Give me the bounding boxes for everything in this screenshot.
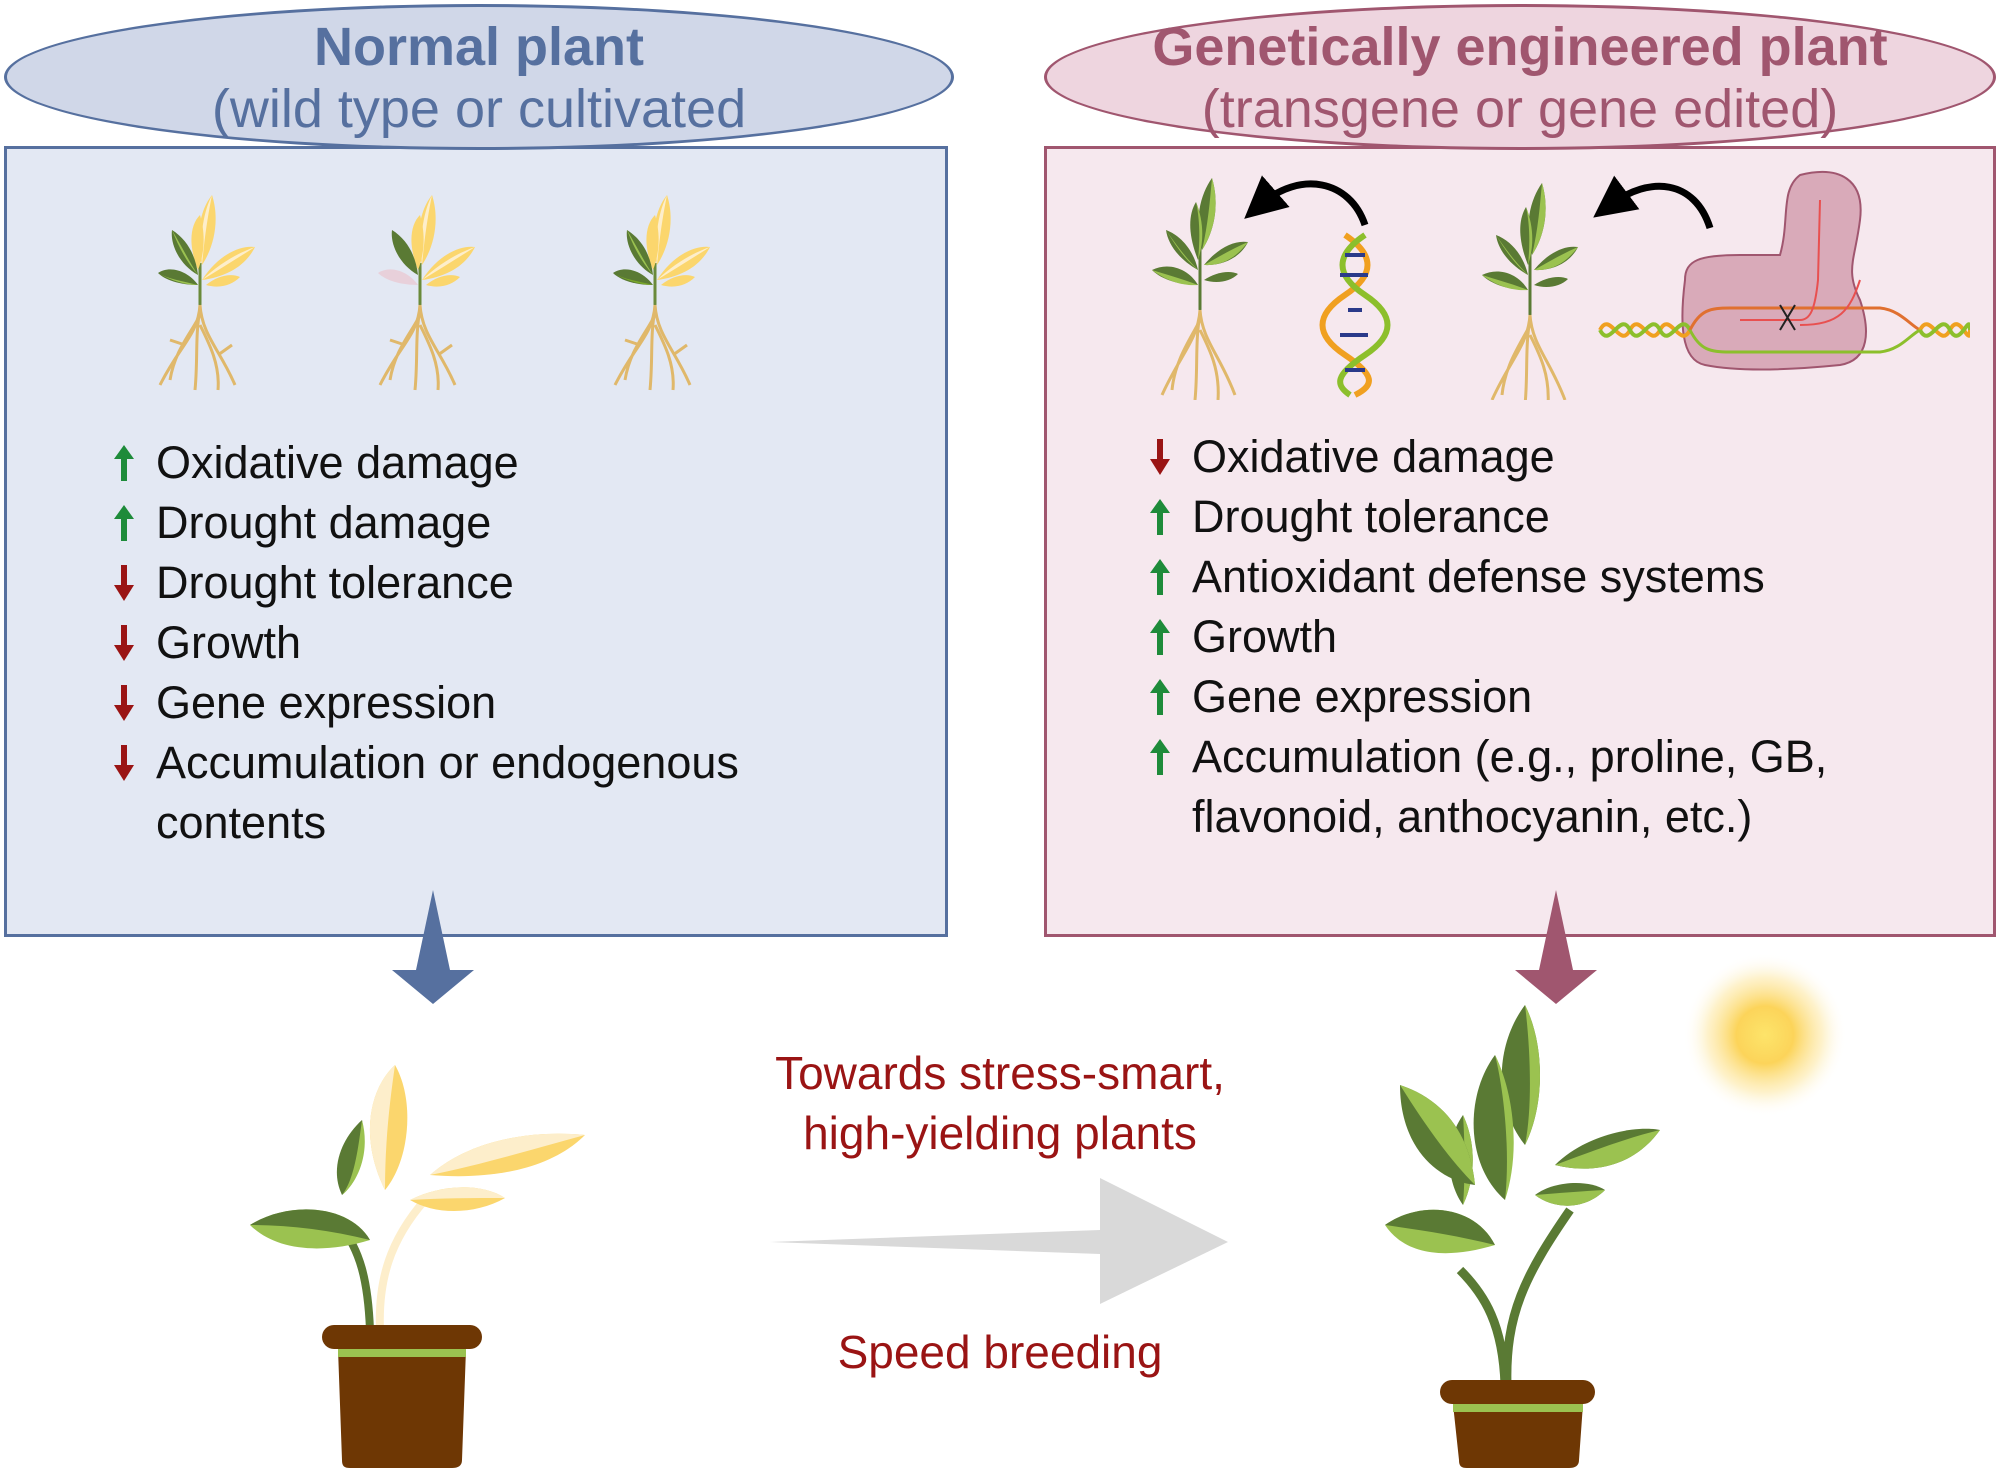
normal-plant-traits: Oxidative damage Drought damage Drought … — [112, 433, 912, 853]
trait-item: Drought tolerance — [112, 553, 912, 613]
trait-item: Accumulation or endogenous contents — [112, 733, 876, 853]
engineered-plant-header: Genetically engineered plant (transgene … — [1044, 4, 1996, 150]
gene-transfer-illustration — [1150, 171, 1970, 400]
up-arrow-icon — [1150, 499, 1170, 535]
dna-helix-icon — [1319, 232, 1391, 398]
up-arrow-icon — [1150, 679, 1170, 715]
wilted-seedling — [378, 193, 477, 392]
wilted-seedling — [158, 193, 257, 392]
down-arrow-icon — [114, 745, 134, 781]
trait-item: Oxidative damage — [1148, 427, 1968, 487]
sun-icon — [1683, 953, 1847, 1117]
trait-item: Gene expression — [112, 673, 912, 733]
trait-item: Accumulation (e.g., proline, GB, flavono… — [1148, 727, 1952, 847]
up-arrow-icon — [1150, 619, 1170, 655]
up-arrow-icon — [1150, 739, 1170, 775]
curved-arrow-icon — [1244, 175, 1369, 227]
engineered-plant-subtitle: (transgene or gene edited) — [1201, 79, 1839, 139]
down-arrow-icon — [114, 685, 134, 721]
progress-arrow-icon — [770, 1178, 1228, 1304]
trait-item: Gene expression — [1148, 667, 1968, 727]
down-arrow-blue-icon — [392, 890, 474, 1004]
normal-plant-title: Normal plant — [313, 17, 645, 77]
down-arrow-icon — [1150, 439, 1170, 475]
normal-plant-panel — [4, 146, 948, 937]
trait-item: Oxidative damage — [112, 433, 912, 493]
down-arrow-icon — [114, 625, 134, 661]
engineered-plant-traits: Oxidative damage Drought tolerance Antio… — [1148, 427, 1968, 847]
wilted-seedlings-illustration — [158, 193, 712, 392]
normal-plant-subtitle: (wild type or cultivated — [211, 79, 747, 139]
up-arrow-icon — [1150, 559, 1170, 595]
engineered-plant-title: Genetically engineered plant — [1152, 17, 1888, 77]
down-arrow-icon — [114, 565, 134, 601]
wilted-seedling — [613, 193, 712, 392]
up-arrow-icon — [114, 445, 134, 481]
crispr-cas9-icon — [1598, 171, 1970, 371]
trait-item: Growth — [112, 613, 912, 673]
normal-plant-header: Normal plant (wild type or cultivated — [4, 4, 954, 150]
trait-item: Growth — [1148, 607, 1968, 667]
speed-breeding-label: Speed breeding — [837, 1326, 1163, 1378]
engineered-seedling — [1150, 176, 1250, 400]
curved-arrow-icon — [1593, 175, 1714, 230]
trait-item: Drought tolerance — [1148, 487, 1968, 547]
engineered-seedling — [1480, 181, 1580, 400]
goal-headline-line2: high-yielding plants — [803, 1107, 1197, 1159]
wilted-potted-plant — [250, 1065, 585, 1468]
healthy-potted-plant — [1385, 1005, 1660, 1468]
goal-headline-line1: Towards stress-smart, — [775, 1047, 1225, 1099]
down-arrow-pink-icon — [1515, 890, 1597, 1004]
up-arrow-icon — [114, 505, 134, 541]
trait-item: Antioxidant defense systems — [1148, 547, 1968, 607]
trait-item: Drought damage — [112, 493, 912, 553]
